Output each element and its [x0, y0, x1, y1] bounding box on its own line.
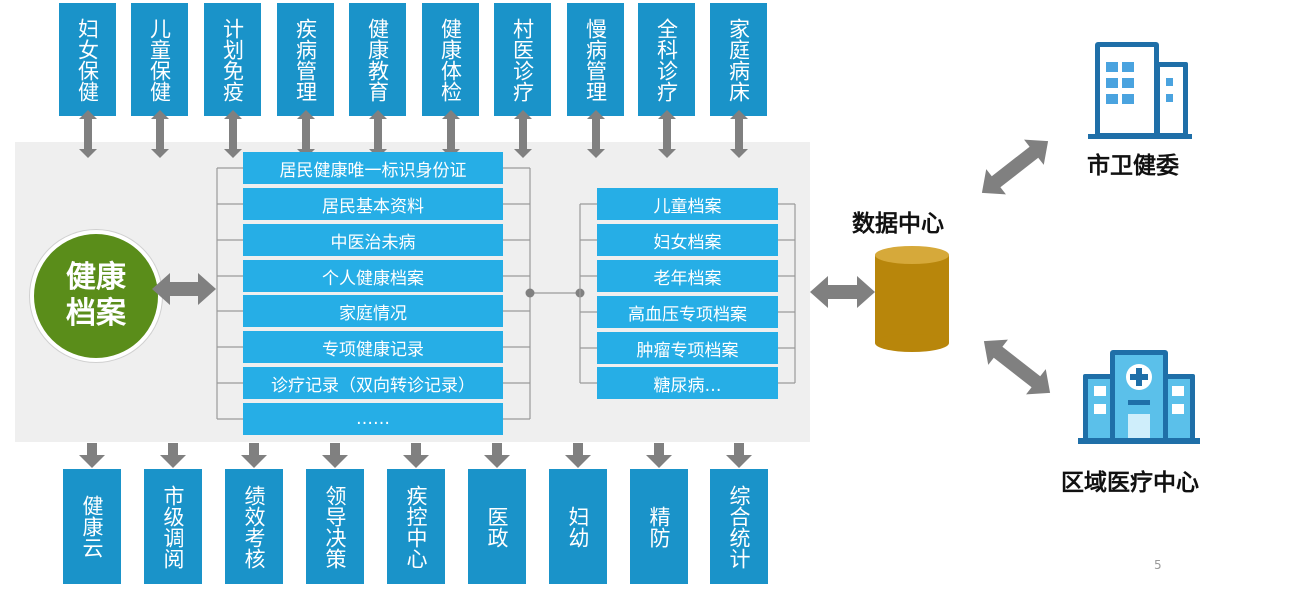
records-right-bracket	[503, 167, 580, 420]
record-item: 居民基本资料	[243, 188, 503, 220]
bottom-service-box: 综合统计	[710, 469, 768, 584]
top-service-box: 儿童保健	[131, 3, 188, 116]
down-arrow-icon	[484, 443, 510, 468]
hospital-icon	[1078, 350, 1200, 444]
core-line-2: 档案	[66, 296, 126, 331]
top-service-box: 妇女保健	[59, 3, 116, 116]
health-record-core: 健康 档案	[30, 230, 162, 362]
record-item: 个人健康档案	[243, 260, 503, 292]
record-item: 诊疗记录（双向转诊记录）	[243, 367, 503, 399]
double-arrow-icon	[79, 110, 97, 158]
special-record-item: 高血压专项档案	[597, 296, 778, 328]
special-record-item: 肿瘤专项档案	[597, 332, 778, 364]
connector-dot	[525, 288, 535, 298]
regional-medical-center-label: 区域医疗中心	[1061, 470, 1199, 496]
down-arrow-icon	[403, 443, 429, 468]
bottom-service-box: 领导决策	[306, 469, 364, 584]
special-record-item: 妇女档案	[597, 224, 778, 256]
record-item: 居民健康唯一标识身份证	[243, 152, 503, 184]
double-arrow-icon	[658, 110, 676, 158]
double-arrow-icon	[151, 110, 169, 158]
double-arrow-icon	[152, 273, 216, 305]
special-record-item: 糖尿病…	[597, 367, 778, 399]
bottom-service-box: 市级调阅	[144, 469, 202, 584]
double-arrow-icon	[730, 110, 748, 158]
top-double-arrows	[79, 110, 748, 158]
down-arrow-icon	[160, 443, 186, 468]
double-arrow-icon	[810, 276, 875, 308]
double-arrow-icon	[297, 110, 315, 158]
double-arrow-icon	[981, 139, 1049, 195]
bottom-service-box: 精防	[630, 469, 688, 584]
top-service-box: 疾病管理	[277, 3, 334, 116]
down-arrow-icon	[241, 443, 267, 468]
top-service-box: 健康教育	[349, 3, 406, 116]
bottom-service-box: 医政	[468, 469, 526, 584]
special-right-bracket	[778, 203, 796, 384]
top-service-box: 健康体检	[422, 3, 479, 116]
record-item: 中医治未病	[243, 224, 503, 256]
special-left-bracket	[579, 203, 597, 384]
record-item: ……	[243, 403, 503, 435]
top-service-box: 家庭病床	[710, 3, 767, 116]
record-item: 家庭情况	[243, 295, 503, 327]
record-item: 专项健康记录	[243, 331, 503, 363]
special-record-item: 儿童档案	[597, 188, 778, 220]
double-arrow-icon	[587, 110, 605, 158]
office-building-icon	[1088, 42, 1192, 139]
top-service-box: 慢病管理	[567, 3, 624, 116]
down-arrow-icon	[726, 443, 752, 468]
top-service-box: 村医诊疗	[494, 3, 551, 116]
down-arrow-icon	[565, 443, 591, 468]
page-number: 5	[1154, 558, 1162, 572]
top-service-box: 全科诊疗	[638, 3, 695, 116]
bottom-service-box: 妇幼	[549, 469, 607, 584]
bottom-service-box: 疾控中心	[387, 469, 445, 584]
down-arrow-icon	[322, 443, 348, 468]
down-arrow-icon	[79, 443, 105, 468]
top-service-box: 计划免疫	[204, 3, 261, 116]
double-arrow-icon	[442, 110, 460, 158]
double-arrow-icon	[224, 110, 242, 158]
double-arrow-icon	[514, 110, 532, 158]
municipal-health-commission-label: 市卫健委	[1087, 153, 1179, 179]
down-arrow-icon	[646, 443, 672, 468]
bottom-down-arrows	[79, 443, 752, 468]
data-center-label: 数据中心	[852, 211, 944, 237]
bottom-service-box: 绩效考核	[225, 469, 283, 584]
special-record-item: 老年档案	[597, 260, 778, 292]
double-arrow-icon	[369, 110, 387, 158]
database-cylinder-icon	[875, 246, 949, 352]
core-line-1: 健康	[66, 260, 126, 295]
bottom-service-box: 健康云	[63, 469, 121, 584]
double-arrow-icon	[983, 339, 1051, 395]
records-left-bracket	[216, 167, 243, 420]
